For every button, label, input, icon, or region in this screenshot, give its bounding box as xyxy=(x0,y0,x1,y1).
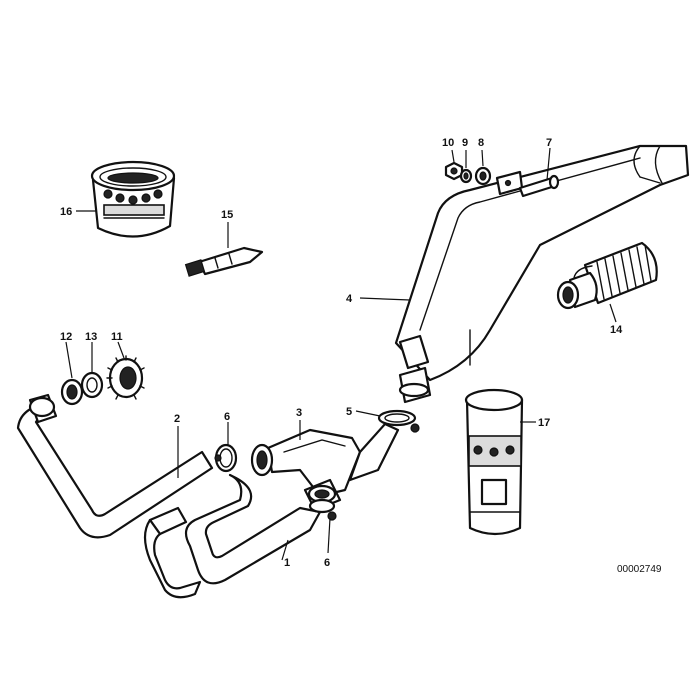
part-14-silencer-insert[interactable] xyxy=(556,241,658,310)
part-6-clamp-upper[interactable] xyxy=(214,443,238,473)
callout-5: 5 xyxy=(346,406,352,418)
callout-12: 12 xyxy=(60,331,72,343)
part-11-gasket[interactable] xyxy=(106,355,145,400)
callout-14: 14 xyxy=(610,324,623,336)
callout-9: 9 xyxy=(462,137,468,149)
callout-6-lower: 6 xyxy=(324,557,330,569)
leader-lines xyxy=(65,147,617,561)
callout-1: 1 xyxy=(284,557,290,569)
callout-2: 2 xyxy=(174,413,180,425)
callout-15: 15 xyxy=(221,209,233,221)
callout-6-upper: 6 xyxy=(224,411,230,423)
part-8-washer[interactable] xyxy=(474,166,492,186)
part-17-sealing-can[interactable] xyxy=(464,388,524,536)
part-5-clamp-ring[interactable] xyxy=(377,409,420,433)
callout-10: 10 xyxy=(442,137,454,149)
part-9-washer[interactable] xyxy=(459,168,473,184)
diagram-reference-number: 00002749 xyxy=(617,564,662,575)
callout-3: 3 xyxy=(296,407,302,419)
part-10-nut[interactable] xyxy=(444,161,464,181)
callout-17: 17 xyxy=(538,417,550,429)
callout-16: 16 xyxy=(60,206,72,218)
callout-7: 7 xyxy=(546,137,552,149)
callout-4: 4 xyxy=(346,293,353,305)
part-15-sealant-tube[interactable] xyxy=(184,246,264,277)
part-12-ring[interactable] xyxy=(60,378,84,406)
part-16-clamp-band[interactable] xyxy=(90,160,176,238)
callout-13: 13 xyxy=(85,331,97,343)
part-3-crossover-pipe[interactable] xyxy=(250,422,400,498)
part-4-rear-silencer[interactable] xyxy=(394,144,690,404)
callout-8: 8 xyxy=(478,137,484,149)
part-13-ring[interactable] xyxy=(80,371,104,399)
part-2-front-pipe-left[interactable] xyxy=(16,393,214,539)
callout-11: 11 xyxy=(111,331,123,343)
callout-labels: 1 2 3 4 5 6 6 7 8 9 10 11 12 13 14 15 16… xyxy=(60,137,623,569)
